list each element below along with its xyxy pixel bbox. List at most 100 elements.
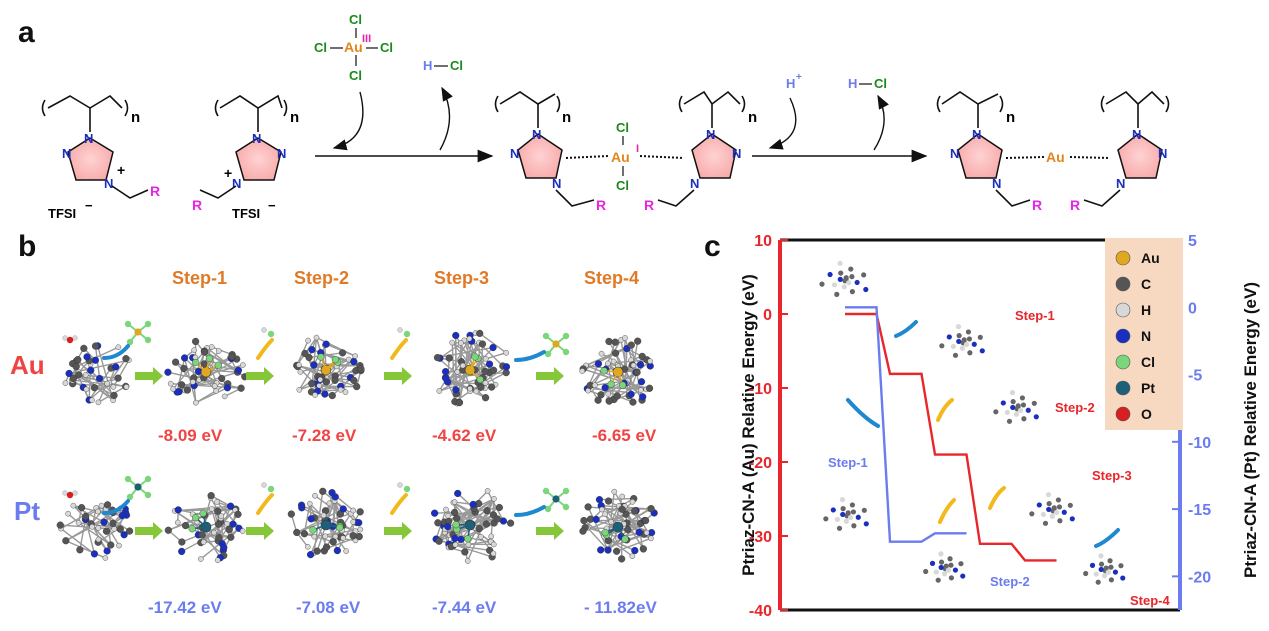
atom	[938, 564, 944, 571]
atom-cl	[144, 320, 152, 328]
atom	[948, 562, 954, 568]
atom-c	[293, 528, 301, 537]
y-tick-label-right: -5	[1188, 368, 1202, 385]
atom-n	[112, 363, 120, 371]
chart-structure-pt-step-2	[923, 551, 966, 583]
series-au-energy-line	[845, 312, 1057, 562]
atom-h	[211, 529, 217, 536]
r-group: R	[644, 197, 654, 213]
atom-c	[453, 514, 461, 522]
atom-cl	[205, 354, 214, 363]
atom-n	[90, 550, 99, 558]
atom	[840, 506, 846, 512]
atom-au	[134, 328, 142, 336]
charge-minus: −	[268, 198, 276, 213]
pt-step-label-2: Step-2	[990, 574, 1030, 589]
atom-cl	[126, 338, 134, 346]
chart-structure-step-1	[939, 324, 985, 358]
atom-h	[95, 525, 102, 531]
atom-cl	[621, 535, 629, 543]
energy-au-step-1: -8.09 eV	[158, 426, 223, 445]
atom-h	[638, 387, 644, 393]
repeat-n: n	[290, 109, 299, 126]
initial-polymer-pt	[56, 501, 134, 561]
energy-profile-chart: Ptriaz-CN-A (Au) Relative Energy (eV) Pt…	[739, 233, 1260, 620]
atom-h	[305, 337, 311, 344]
chart-arrow-hcl-release-3	[988, 486, 1006, 510]
atom-h	[191, 347, 197, 353]
atom-c	[62, 537, 70, 545]
initial-polymer-au	[62, 342, 132, 406]
release-arrow-step-2-au	[256, 338, 274, 360]
atom-c	[308, 379, 316, 388]
y-axis-label-left: Ptriaz-CN-A (Au) Relative Energy (eV)	[739, 274, 758, 576]
atom	[1020, 402, 1027, 408]
atom-n	[120, 531, 128, 539]
atom-c	[125, 527, 134, 535]
atom	[1101, 573, 1108, 579]
atom-h	[313, 334, 320, 341]
atom-h	[89, 523, 95, 530]
atom-n	[502, 363, 511, 371]
atom-c	[90, 384, 99, 392]
atom	[849, 502, 856, 508]
step-arrow	[536, 367, 564, 385]
atom-n	[65, 369, 73, 378]
atom-c	[76, 546, 84, 554]
atom	[946, 334, 952, 340]
au-step-label-1: Step-1	[1015, 308, 1055, 323]
chart-structure-step-3	[1029, 492, 1075, 526]
au-step-label-4: Step-4	[1130, 593, 1171, 608]
atom-n	[310, 361, 318, 369]
atom-c	[506, 519, 515, 527]
panel-label-a: a	[18, 16, 35, 49]
atom	[863, 521, 869, 527]
atom-c	[171, 358, 180, 366]
atom-h	[491, 496, 497, 502]
structure-step-4-pt	[579, 488, 658, 563]
atom	[1010, 399, 1016, 405]
atom-h	[619, 493, 626, 500]
atom-h	[340, 535, 346, 541]
atom	[850, 509, 857, 515]
atom-cl	[124, 475, 132, 483]
chart-structure-pt-step-1	[823, 497, 869, 531]
atom-h: H	[786, 76, 795, 91]
atom-n	[331, 493, 339, 501]
atom-h	[599, 506, 605, 513]
y-tick-label-left: 10	[754, 233, 772, 250]
atom	[965, 329, 972, 335]
step-arrow	[536, 522, 564, 540]
atom-h	[98, 502, 105, 509]
r-group: R	[596, 197, 606, 213]
atom-h	[352, 353, 358, 359]
atom	[834, 516, 840, 523]
atom-cl	[607, 380, 615, 388]
atom	[854, 279, 860, 286]
atom	[1006, 418, 1013, 424]
atom-h	[436, 388, 443, 394]
au-step-label-3: Step-3	[1092, 468, 1132, 483]
atom-cl	[452, 521, 460, 529]
atom	[1036, 502, 1042, 508]
atom	[831, 282, 838, 288]
atom	[935, 577, 941, 583]
atom-n	[350, 358, 358, 366]
atom-h	[111, 526, 118, 532]
atom-n	[452, 386, 460, 394]
adsorption-arrow-au	[102, 344, 130, 360]
atom	[1017, 407, 1024, 414]
atom	[938, 551, 944, 557]
atom	[939, 343, 945, 349]
energy-au-step-4: -6.65 eV	[592, 426, 657, 445]
atom-n	[469, 500, 477, 509]
atom	[1045, 492, 1052, 498]
atom-cl	[309, 526, 317, 534]
atom-h	[610, 358, 617, 365]
atom-h	[312, 492, 318, 499]
atom-n: N	[510, 146, 519, 161]
atom-h	[397, 327, 403, 333]
y-tick-label-right: 0	[1188, 300, 1197, 317]
metal-chloride-au	[124, 320, 152, 346]
atom-h	[451, 499, 458, 505]
